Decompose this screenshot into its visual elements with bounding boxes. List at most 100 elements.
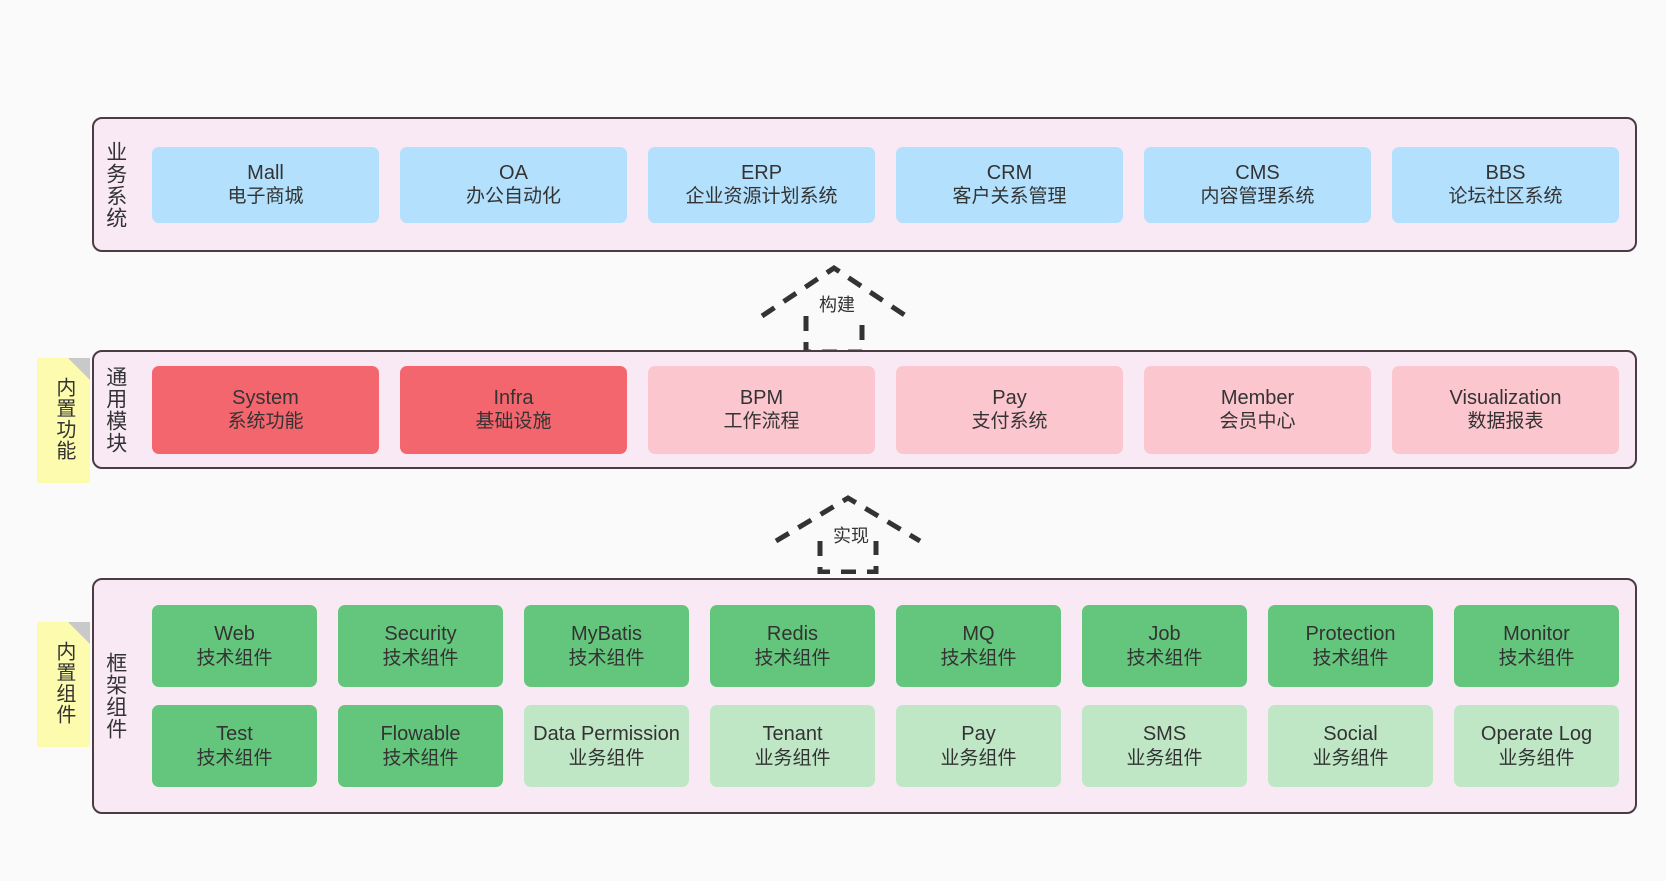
implement-arrow-svg [774, 495, 922, 575]
component-card-name: BBS [1485, 161, 1526, 184]
note-fold-icon [68, 622, 90, 644]
connector-build-label: 构建 [817, 291, 857, 317]
note-builtin-features: 内置功能 [37, 358, 90, 483]
component-card-name: Pay [992, 386, 1027, 409]
note-fold-icon [68, 358, 90, 380]
component-card-desc: 论坛社区系统 [1448, 186, 1563, 208]
component-card-name: Infra [493, 386, 534, 409]
component-card-name: SMS [1142, 723, 1187, 746]
component-card-name: CMS [1235, 161, 1280, 184]
layer-framework-title: 框架组件 [103, 652, 127, 740]
component-card-name: Visualization [1449, 386, 1562, 409]
component-card-name: ERP [740, 161, 783, 184]
component-card-name: Tenant [762, 723, 823, 746]
component-card-name: System [232, 386, 299, 409]
component-card-desc: 技术组件 [1312, 647, 1389, 669]
component-card-desc: 办公自动化 [465, 186, 561, 208]
component-card-name: Web [214, 623, 255, 646]
component-card-name: Data Permission [533, 723, 680, 746]
component-card-name: Protection [1305, 623, 1396, 646]
component-card-name: Operate Log [1480, 723, 1593, 746]
component-card-desc: 技术组件 [382, 747, 459, 769]
component-card-desc: 企业资源计划系统 [685, 186, 838, 208]
component-card-desc: 技术组件 [1498, 647, 1575, 669]
component-card-desc: 业务组件 [568, 747, 645, 769]
component-card-desc: 技术组件 [196, 647, 273, 669]
component-card-desc: 业务组件 [1498, 747, 1575, 769]
component-card-desc: 业务组件 [1312, 747, 1389, 769]
component-card-desc: 工作流程 [723, 411, 800, 433]
component-card-name: Member [1220, 386, 1295, 409]
component-card-desc: 技术组件 [196, 747, 273, 769]
component-card-name: Social [1323, 723, 1378, 746]
component-card-desc: 技术组件 [382, 647, 459, 669]
layer-business-title: 业务系统 [103, 140, 127, 229]
component-card-desc: 业务组件 [1126, 747, 1203, 769]
component-card-name: MQ [962, 623, 995, 646]
component-card-desc: 系统功能 [227, 411, 304, 433]
component-card-name: Security [384, 623, 457, 646]
component-card-name: OA [499, 161, 528, 184]
component-card-desc: 基础设施 [475, 411, 552, 433]
component-card-desc: 客户关系管理 [952, 186, 1067, 208]
note-builtin-components: 内置组件 [37, 622, 90, 747]
component-card-desc: 业务组件 [940, 747, 1017, 769]
component-card-desc: 技术组件 [568, 647, 645, 669]
note-builtin-features-label: 内置功能 [52, 376, 75, 461]
component-card-desc: 支付系统 [971, 411, 1048, 433]
note-builtin-components-label: 内置组件 [52, 640, 75, 725]
component-card-name: Monitor [1503, 623, 1570, 646]
component-card-desc: 会员中心 [1219, 411, 1296, 433]
component-card-name: Redis [766, 623, 819, 646]
component-card-name: BPM [739, 386, 784, 409]
component-card-desc: 数据报表 [1467, 411, 1544, 433]
component-card-name: Job [1148, 623, 1181, 646]
component-card-desc: 技术组件 [1126, 647, 1203, 669]
connector-implement-label: 实现 [831, 522, 871, 548]
component-card-desc: 技术组件 [754, 647, 831, 669]
connector-implement-arrow [772, 492, 924, 575]
layer-common-title: 通用模块 [103, 365, 127, 454]
component-card-name: Pay [961, 723, 996, 746]
component-card-desc: 电子商城 [227, 186, 304, 208]
